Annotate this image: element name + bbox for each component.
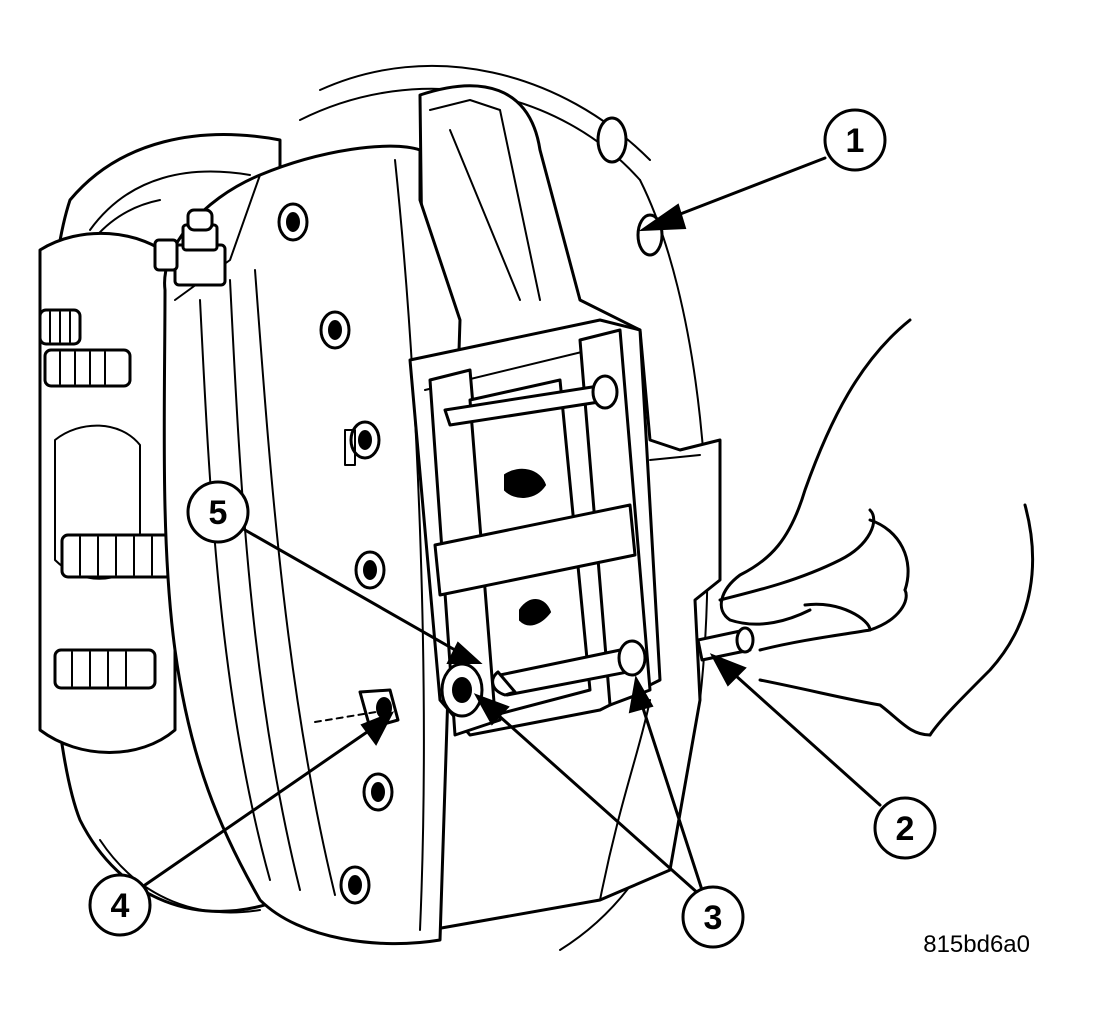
upper-retaining-pin xyxy=(443,374,619,427)
caliper-inboard-housing xyxy=(162,144,462,946)
callout-3: 3 xyxy=(681,885,745,949)
wheel-hub xyxy=(38,231,177,754)
punch-tool xyxy=(696,626,755,662)
arrow-callout-2 xyxy=(709,653,882,807)
callout-5-label: 5 xyxy=(209,494,228,532)
callout-4-label: 4 xyxy=(111,887,130,925)
caliper-housing-bolts xyxy=(277,202,394,905)
arrow-callout-1 xyxy=(638,156,827,232)
caliper-bolt-top xyxy=(596,116,628,164)
arrow-callout-4 xyxy=(143,711,395,887)
figure-code: 815bd6a0 xyxy=(923,931,1030,958)
callout-1-label: 1 xyxy=(846,122,865,160)
arrow-callout-5 xyxy=(243,528,483,664)
leader-arrows xyxy=(143,156,882,897)
wheel-stud-1 xyxy=(38,308,82,346)
callout-2: 2 xyxy=(873,796,937,860)
technician-hand xyxy=(718,318,1035,737)
arrow-callout-3a xyxy=(473,693,702,897)
anti-rattle-spring xyxy=(433,503,637,597)
bleeder-screw xyxy=(153,208,227,287)
lower-retaining-pin xyxy=(440,639,647,718)
callout-2-label: 2 xyxy=(896,810,915,848)
callout-4: 4 xyxy=(88,873,152,937)
arrow-callout-3b xyxy=(628,675,704,892)
wheel-stud-3 xyxy=(60,533,174,579)
callout-1: 1 xyxy=(823,108,887,172)
wheel-stud-2 xyxy=(43,348,132,388)
callout-3-label: 3 xyxy=(704,899,723,937)
callout-5: 5 xyxy=(186,480,250,544)
wheel-stud-4 xyxy=(53,648,157,690)
